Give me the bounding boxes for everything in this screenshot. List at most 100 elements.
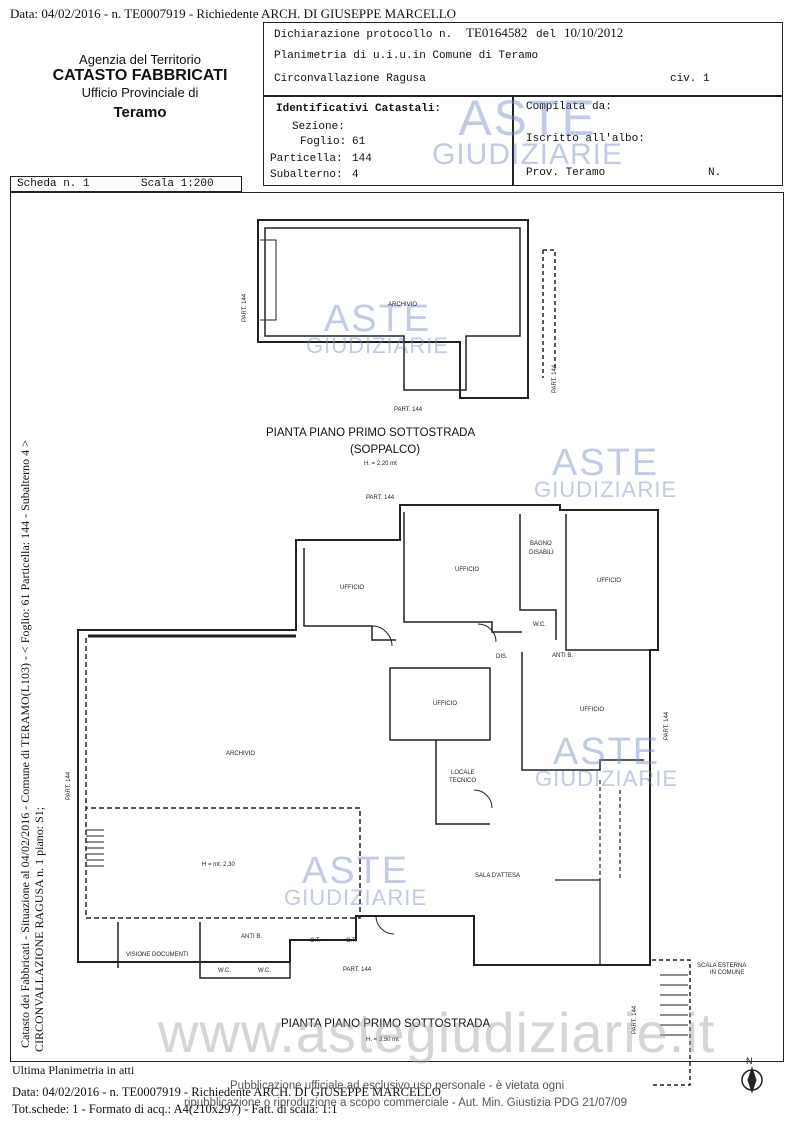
- footer-notice-2: ripubblicazione o riproduzione a scopo c…: [184, 1097, 627, 1109]
- parcel-label: PART. 144: [552, 364, 558, 393]
- parcel-label: PART. 144: [343, 967, 372, 973]
- room-label: UFFICIO: [340, 585, 364, 591]
- room-label: ANTI B.: [241, 934, 263, 940]
- header-line: Data: 04/02/2016 - n. TE0007919 - Richie…: [10, 6, 457, 21]
- bottom-plan-title: PIANTA PIANO PRIMO SOTTOSTRADA: [281, 1018, 491, 1030]
- door-arc: [473, 789, 493, 809]
- room-label: C.T.: [346, 938, 357, 944]
- office-label: Ufficio Provinciale di: [81, 85, 199, 100]
- drawing-frame: [10, 192, 784, 1062]
- stair-curve: [555, 879, 601, 965]
- footer-notice-1: Pubblicazione ufficiale ad esclusivo uso…: [230, 1080, 565, 1092]
- room-label: VISIONE DOCUMENTI: [126, 952, 189, 958]
- particella-value: 144: [352, 153, 372, 165]
- footer-line-1: Data: 04/02/2016 - n. TE0007919 - Richie…: [12, 1085, 441, 1099]
- website-watermark: www.astegiudiziarie.it: [158, 1001, 716, 1064]
- parcel-label: PART. 144: [66, 771, 72, 800]
- parcel-label: PART. 144: [366, 495, 395, 501]
- del-label: del: [536, 29, 556, 41]
- stair-label: IN COMUNE: [710, 970, 745, 976]
- room-label: W.C.: [258, 968, 271, 974]
- room-label: C.T.: [310, 938, 321, 944]
- plan-location: Planimetria di u.i.u.in Comune di Teramo: [274, 50, 539, 62]
- stair-label: SCALA ESTERNA: [697, 963, 747, 969]
- room-label: UFFICIO: [597, 578, 621, 584]
- office-5-walls: [521, 652, 644, 771]
- catasto-title: CATASTO FABBRICATI: [52, 67, 228, 84]
- service-rooms-walls: [117, 922, 291, 979]
- room-label: W.C.: [533, 622, 546, 628]
- room-label: SALA D'ATTESA: [475, 873, 521, 879]
- identifiers-title: Identificativi Catastali:: [276, 103, 442, 115]
- parcel-label: PART. 144: [242, 293, 248, 322]
- civic-number: civ. 1: [670, 73, 710, 85]
- door-arc: [477, 623, 497, 643]
- scheda-box: Scheda n. 1 Scala 1:200: [10, 176, 242, 192]
- external-stair-treads: [660, 974, 688, 1036]
- subalterno-label: Subalterno:: [270, 169, 343, 181]
- room-label: ANTI B.: [552, 653, 574, 659]
- scheda-number: Scheda n. 1: [17, 178, 90, 190]
- top-plan-dashed-edge: [542, 249, 556, 378]
- office-3-walls: [565, 514, 650, 651]
- top-plan-subtitle: (SOPPALCO): [350, 444, 421, 456]
- top-plan-stair: [260, 239, 277, 321]
- compiled-by: Compilata da:: [526, 101, 612, 113]
- bath-walls: [519, 514, 557, 640]
- door-arc: [375, 915, 395, 935]
- protocol-label: Dichiarazione protocollo n.: [274, 29, 453, 41]
- compass-needle: [747, 1066, 757, 1094]
- protocol-number: TE0164582: [466, 25, 528, 40]
- office-2-walls: [403, 512, 522, 633]
- register-label: Iscritto all'albo:: [526, 133, 645, 145]
- room-label: DISABILI: [529, 550, 554, 556]
- top-plan-inner: [264, 227, 521, 391]
- height-label: H = mt. 2,30: [202, 862, 235, 868]
- divider: [512, 97, 514, 185]
- agency-name: Agenzia del Territorio: [79, 52, 201, 67]
- foglio-label: Foglio:: [300, 136, 347, 148]
- top-plan-height: H. = 2.20 mt: [364, 461, 397, 467]
- agency-block: Agenzia del Territorio CATASTO FABBRICAT…: [30, 52, 250, 121]
- particella-label: Particella:: [270, 153, 343, 165]
- subalterno-value: 4: [352, 169, 359, 181]
- top-plan-outline: [257, 219, 529, 399]
- footer-ultima: Ultima Planimetria in atti: [12, 1063, 135, 1077]
- room-label: DIS.: [496, 654, 508, 660]
- identifiers-box: Identificativi Catastali: Sezione: Fogli…: [263, 96, 783, 186]
- left-stair-treads: [86, 829, 104, 867]
- room-label: TECNICO: [449, 778, 476, 784]
- declaration-box: Dichiarazione protocollo n. TE0164582 de…: [263, 22, 783, 96]
- protocol-date: 10/10/2012: [564, 25, 624, 40]
- watermark: ASTE GIUDIZIARIE: [432, 90, 624, 171]
- parcel-label: PART. 144: [664, 711, 670, 740]
- room-label: UFFICIO: [455, 567, 479, 573]
- office-1-walls: [303, 548, 396, 641]
- bottom-plan-height: H. = 3,50 mt: [366, 1037, 399, 1043]
- external-stair-outline: [652, 959, 691, 1086]
- room-label: W.C.: [218, 968, 231, 974]
- room-label: ARCHIVIO: [388, 302, 418, 308]
- province-label: Prov. Teramo: [526, 167, 606, 179]
- parcel-label: PART. 144: [394, 407, 423, 413]
- room-label: LOCALE: [451, 770, 475, 776]
- address: Circonvallazione Ragusa: [274, 73, 426, 85]
- north-indicator: N: [746, 1056, 753, 1066]
- office-4-walls: [389, 667, 491, 741]
- footer-line-2: Tot.schede: 1 - Formato di acq.: A4(210x…: [12, 1102, 338, 1116]
- sezione-label: Sezione:: [292, 121, 345, 133]
- archive-dashed-area: [85, 638, 361, 919]
- scale: Scala 1:200: [141, 178, 214, 190]
- room-label: UFFICIO: [580, 707, 604, 713]
- office-city: Teramo: [113, 104, 167, 121]
- room-label: ARCHIVIO: [226, 751, 256, 757]
- stair-dashed: [599, 780, 621, 880]
- foglio-value: 61: [352, 136, 366, 148]
- door-arc: [371, 625, 393, 647]
- top-plan-title: PIANTA PIANO PRIMO SOTTOSTRADA: [266, 427, 476, 439]
